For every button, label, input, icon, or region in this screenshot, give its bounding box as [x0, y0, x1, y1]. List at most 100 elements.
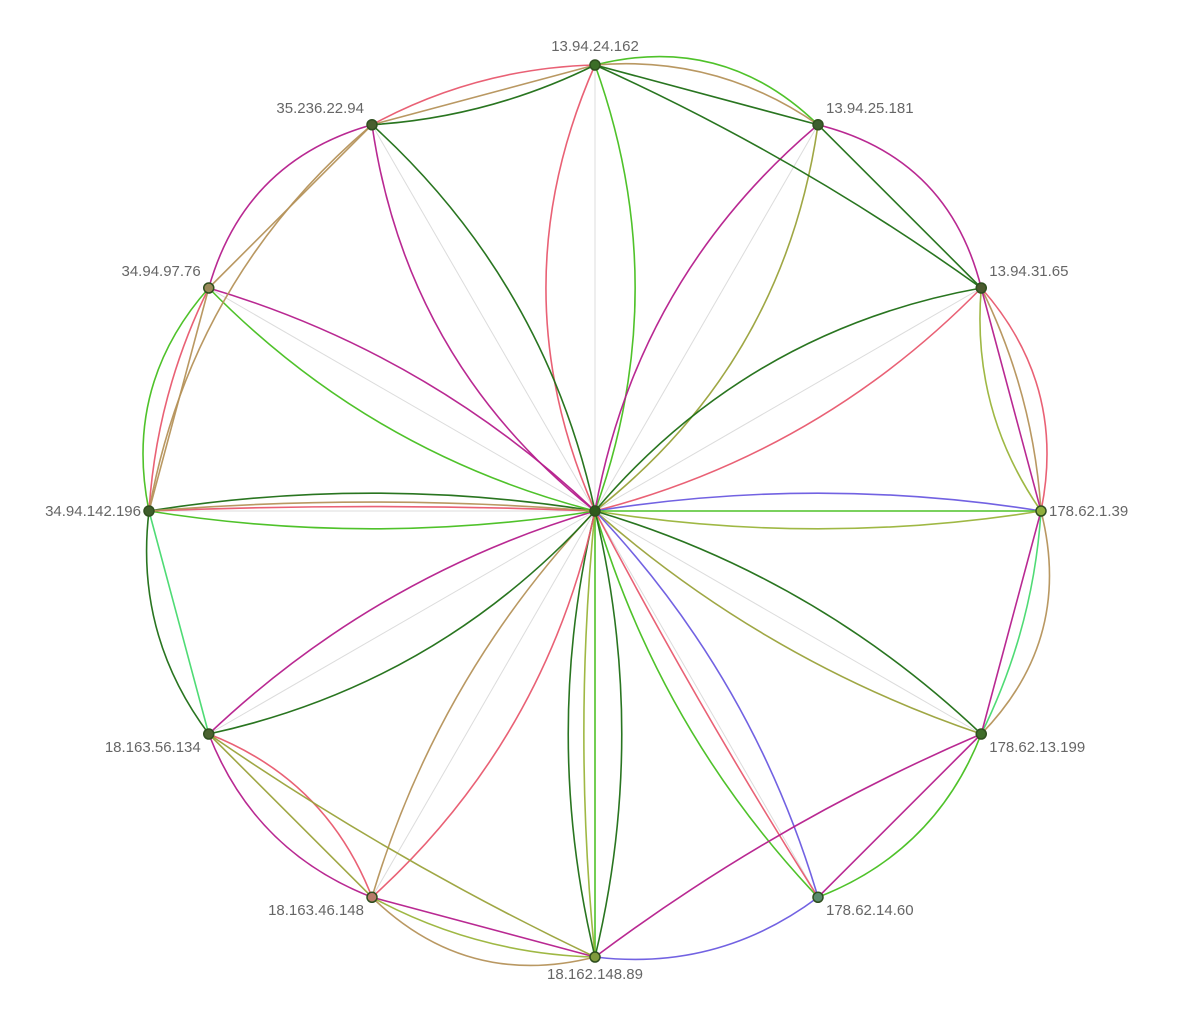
graph-edge — [148, 124, 373, 512]
graph-edge — [594, 64, 982, 289]
graph-node[interactable] — [366, 119, 378, 131]
graph-edge — [371, 510, 596, 898]
graph-edge — [145, 510, 210, 735]
graph-edge — [980, 510, 1042, 735]
graph-edge — [594, 733, 982, 958]
graph-edge — [208, 124, 373, 289]
graph-edge — [208, 733, 596, 958]
graph-node[interactable] — [366, 891, 378, 903]
node-label: 13.94.31.65 — [989, 263, 1068, 280]
node-label: 35.236.22.94 — [276, 100, 364, 117]
graph-edge — [594, 62, 819, 126]
graph-edge — [817, 733, 982, 898]
graph-edge — [371, 124, 596, 512]
graph-edge — [371, 896, 596, 958]
graph-edge — [980, 510, 1051, 735]
graph-edge — [594, 287, 982, 512]
graph-edge — [980, 287, 1042, 512]
graph-edge — [371, 64, 596, 126]
graph-edge — [594, 510, 1042, 530]
spoke-n11 — [371, 124, 596, 512]
node-label: 18.163.46.148 — [268, 902, 364, 919]
graph-edge — [594, 287, 982, 512]
graph-edge — [594, 64, 636, 512]
node-label: 18.163.56.134 — [105, 739, 201, 756]
graph-edge — [208, 287, 596, 512]
graph-node[interactable] — [203, 282, 215, 294]
graph-edge — [208, 733, 373, 898]
graph-edge — [371, 896, 596, 967]
node-labels: 13.94.24.162 13.94.25.181 13.94.31.65 178.6… — [45, 38, 1128, 983]
node-label: 13.94.24.162 — [551, 38, 639, 55]
spoke-n8 — [208, 510, 596, 735]
graph-edge — [594, 55, 819, 126]
graph-edge — [817, 123, 983, 289]
graph-edge — [594, 124, 819, 512]
graph-edge — [371, 896, 596, 958]
graph-edge — [594, 124, 819, 512]
graph-node[interactable] — [812, 891, 824, 903]
graph-edge — [567, 510, 596, 958]
graph-edge — [208, 287, 596, 512]
graph-edge — [371, 510, 596, 898]
center-node[interactable] — [589, 505, 601, 517]
graph-edge — [594, 510, 982, 735]
graph-edge — [980, 287, 1048, 512]
graph-node[interactable] — [589, 951, 601, 963]
graph-edge — [208, 733, 373, 898]
graph-edge — [148, 287, 210, 512]
graph-edge — [594, 510, 819, 898]
graph-edge — [594, 896, 819, 961]
graph-edge — [583, 510, 596, 958]
spoke-n1 — [594, 124, 819, 512]
graph-edge — [371, 124, 596, 512]
spoke-n7 — [371, 510, 596, 898]
node-label: 178.62.14.60 — [826, 902, 914, 919]
graph-edge — [545, 64, 596, 512]
graph-edge — [148, 501, 596, 512]
graph-node[interactable] — [203, 728, 215, 740]
graph-edge — [148, 492, 596, 512]
graph-node[interactable] — [812, 119, 824, 131]
graph-edge — [594, 64, 819, 126]
node-label: 34.94.142.196 — [45, 503, 141, 520]
graph-edge — [817, 124, 982, 289]
node-label: 178.62.13.199 — [989, 739, 1085, 756]
graph-node[interactable] — [589, 59, 601, 71]
graph-edge — [208, 733, 373, 898]
graph-edge — [817, 733, 982, 898]
node-label: 18.162.148.89 — [547, 966, 643, 983]
graph-nodes — [143, 59, 1047, 963]
graph-edge — [980, 510, 1042, 735]
graph-edge — [207, 123, 373, 289]
graph-edge — [594, 492, 1042, 512]
spoke-n5 — [594, 510, 819, 898]
graph-edge — [148, 510, 210, 735]
graph-edge — [208, 510, 596, 735]
spoke-n4 — [594, 510, 982, 735]
node-label: 178.62.1.39 — [1049, 503, 1128, 520]
graph-edge — [142, 287, 210, 512]
graph-edge — [594, 510, 819, 898]
graph-node[interactable] — [975, 282, 987, 294]
graph-edges — [142, 55, 1051, 967]
node-label: 34.94.97.76 — [122, 263, 201, 280]
graph-edge — [594, 510, 623, 958]
node-label: 13.94.25.181 — [826, 100, 914, 117]
graph-edge — [371, 64, 596, 126]
graph-node[interactable] — [1035, 505, 1047, 517]
graph-node[interactable] — [975, 728, 987, 740]
graph-node[interactable] — [143, 505, 155, 517]
spoke-n10 — [208, 287, 596, 512]
graph-edge — [594, 510, 982, 735]
graph-edge — [371, 64, 596, 126]
graph-edge — [980, 287, 1042, 512]
graph-edge — [594, 510, 819, 898]
spoke-lines — [149, 65, 1041, 957]
graph-edge — [979, 287, 1042, 512]
graph-edge — [208, 510, 596, 735]
graph-edge — [148, 510, 596, 530]
spoke-n2 — [594, 287, 982, 512]
graph-edge — [148, 505, 596, 512]
